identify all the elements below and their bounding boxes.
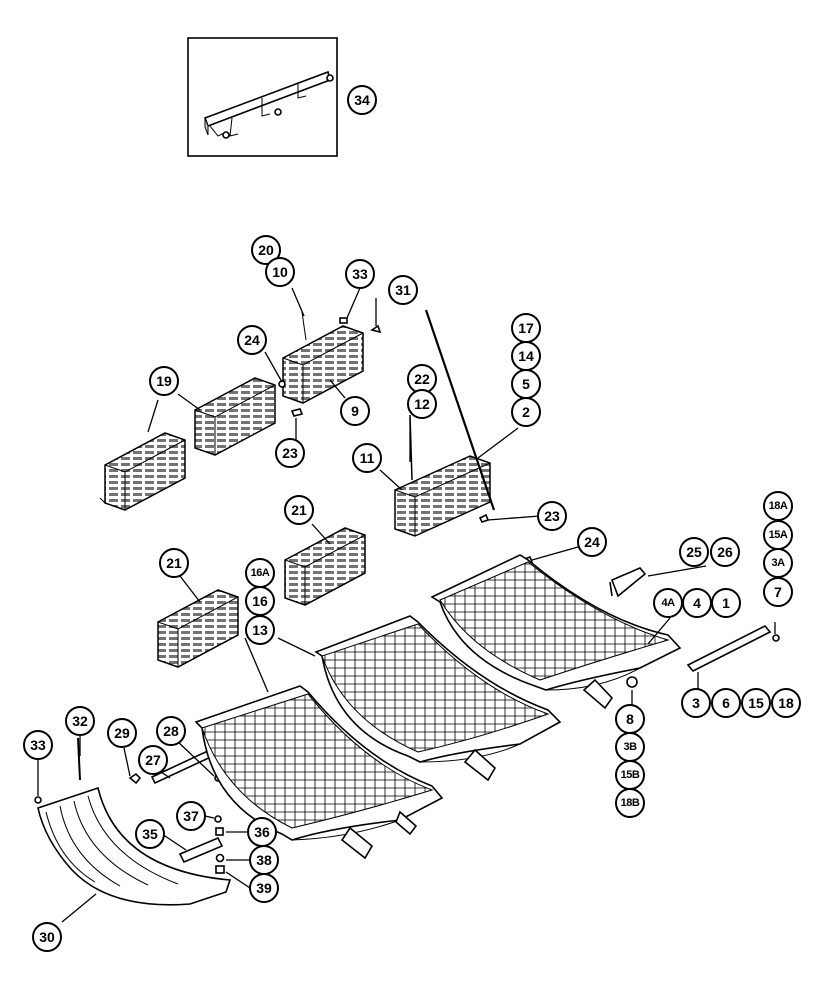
plate-35 [178, 836, 224, 864]
callout-15A: 15A [763, 520, 793, 550]
concave-section-right [430, 554, 682, 710]
callout-24-top: 24 [237, 325, 267, 355]
callout-4: 4 [682, 588, 712, 618]
callout-24-mid: 24 [577, 527, 607, 557]
callout-16A: 16A [245, 558, 275, 588]
callout-38: 38 [249, 845, 279, 875]
callout-26: 26 [710, 537, 740, 567]
callout-36: 36 [247, 817, 277, 847]
concave-segment-19-right [194, 377, 276, 456]
callout-15: 15 [741, 688, 771, 718]
callout-35: 35 [135, 819, 165, 849]
bracket-25-26 [609, 567, 647, 598]
callout-18B: 18B [615, 788, 645, 818]
callout-18A: 18A [763, 491, 793, 521]
concave-segment-11 [394, 455, 491, 537]
callout-4A: 4A [653, 588, 683, 618]
concave-segment-19-left [99, 432, 186, 511]
callout-3A: 3A [763, 548, 793, 578]
callout-21-left: 21 [159, 548, 189, 578]
inset-bar-assembly [187, 37, 338, 157]
callout-32: 32 [65, 706, 95, 736]
concave-section-middle [314, 615, 562, 782]
callout-11: 11 [352, 443, 382, 473]
leader-lines [37, 287, 776, 923]
callout-7: 7 [763, 577, 793, 607]
callout-25: 25 [679, 537, 709, 567]
callout-16: 16 [245, 586, 275, 616]
callout-37: 37 [176, 801, 206, 831]
callout-3B: 3B [615, 732, 645, 762]
callout-30: 30 [32, 922, 62, 952]
front-curved-plate-30 [37, 786, 232, 906]
callout-12: 12 [407, 389, 437, 419]
callout-18: 18 [771, 688, 801, 718]
callout-10: 10 [265, 257, 295, 287]
callout-21-right: 21 [284, 495, 314, 525]
callout-8: 8 [615, 704, 645, 734]
callout-5: 5 [511, 369, 541, 399]
long-rod [424, 309, 496, 511]
callout-15B: 15B [615, 760, 645, 790]
callout-2: 2 [511, 397, 541, 427]
callout-27: 27 [138, 745, 168, 775]
strip-3-6-15-18 [686, 624, 772, 673]
callout-17: 17 [511, 313, 541, 343]
callout-9: 9 [340, 396, 370, 426]
callout-33-top: 33 [345, 259, 375, 289]
callout-6: 6 [711, 688, 741, 718]
callout-39: 39 [249, 873, 279, 903]
callout-3: 3 [681, 688, 711, 718]
callout-28: 28 [156, 716, 186, 746]
concave-segment-21-left [157, 589, 239, 668]
callout-23-mid: 23 [537, 501, 567, 531]
callout-19: 19 [149, 366, 179, 396]
callout-23-top: 23 [275, 438, 305, 468]
concave-section-left [194, 685, 444, 860]
callout-34: 34 [347, 85, 377, 115]
callout-31: 31 [388, 275, 418, 305]
callout-33-bottom: 33 [23, 730, 53, 760]
concave-segment-9 [282, 325, 364, 404]
callout-1: 1 [711, 588, 741, 618]
concave-segment-21-right [284, 527, 366, 606]
callout-29: 29 [107, 718, 137, 748]
callout-13: 13 [245, 615, 275, 645]
callout-14: 14 [511, 341, 541, 371]
hardware-bits [34, 311, 780, 874]
